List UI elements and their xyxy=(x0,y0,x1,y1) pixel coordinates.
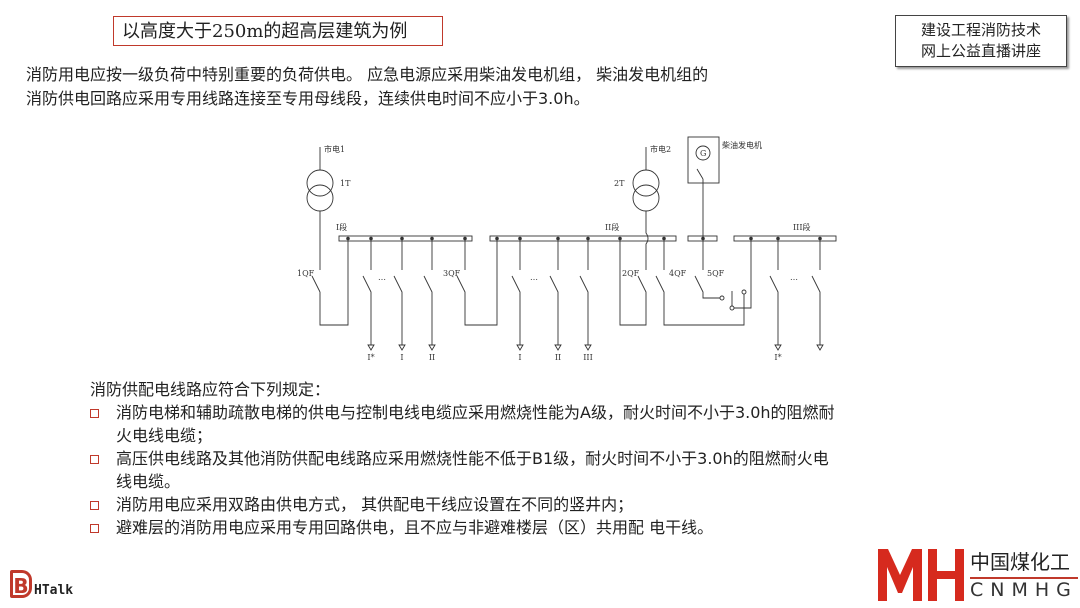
generator-label: 柴油发电机 xyxy=(722,140,762,150)
cnmhg-logo: 中国煤化工 CNMHG xyxy=(872,545,1078,605)
rule-item: 避难层的消防用电应采用专用回路供电，且不应与非避难楼层（区）共用配 电干线。 xyxy=(90,516,1030,539)
ellipsis: … xyxy=(790,273,798,282)
intro-line-2: 消防供电回路应采用专用线路连接至专用母线段，连续供电时间不应小于3.0h。 xyxy=(26,89,590,108)
intro-paragraph: 消防用电应按一级负荷中特别重要的负荷供电。 应急电源应采用柴油发电机组， 柴油发… xyxy=(26,63,896,111)
bus3-label: III段 xyxy=(793,222,810,232)
page-title: 以高度大于250m的超高层建筑为例 xyxy=(113,16,443,46)
bhtalk-logo: B HTalk xyxy=(10,570,73,598)
load-label: I xyxy=(400,353,403,362)
bullet-icon xyxy=(90,409,99,418)
mains1-label: 市电1 xyxy=(324,144,345,154)
mains2-label: 市电2 xyxy=(650,144,671,154)
mh-mark-icon xyxy=(878,549,964,601)
ellipsis: … xyxy=(378,273,386,282)
logo-cn-text: 中国煤化工 xyxy=(970,549,1078,579)
badge-line-1: 建设工程消防技术 xyxy=(920,21,1041,39)
rule-item: 消防电梯和辅助疏散电梯的供电与控制电线电缆应采用燃烧性能为A级，耐火时间不小于3… xyxy=(90,401,1030,447)
t1-label: 1T xyxy=(340,179,351,188)
rule-text: 消防用电应采用双路由供电方式， 其供配电干线应设置在不同的竖井内； xyxy=(116,495,634,514)
rule-text: 线电缆。 xyxy=(116,472,181,491)
load-label: II xyxy=(429,353,435,362)
transformer-2t xyxy=(632,169,660,197)
bus1-label: I段 xyxy=(336,222,347,232)
load-label: III xyxy=(583,353,592,362)
bus-section-2 xyxy=(489,235,677,242)
load-label: I* xyxy=(367,353,374,362)
bullet-icon xyxy=(90,501,99,510)
logo-en-text: CNMHG xyxy=(970,579,1078,601)
qf3-label: 3QF xyxy=(443,269,461,278)
load-label: II xyxy=(555,353,561,362)
ellipsis: … xyxy=(530,273,538,282)
bus-section-1 xyxy=(338,235,473,242)
qf2-label: 2QF xyxy=(622,269,640,278)
load-label: I xyxy=(518,353,521,362)
bus2-label: II段 xyxy=(605,222,619,232)
bus-generator xyxy=(687,235,718,242)
qf1-label: 1QF xyxy=(297,269,315,278)
rule-text: 消防电梯和辅助疏散电梯的供电与控制电线电缆应采用燃烧性能为A级，耐火时间不小于3… xyxy=(116,403,835,422)
badge-line-2: 网上公益直播讲座 xyxy=(920,42,1041,60)
bullet-icon xyxy=(90,524,99,533)
rule-text: 避难层的消防用电应采用专用回路供电，且不应与非避难楼层（区）共用配 电干线。 xyxy=(116,518,714,537)
load-label: I* xyxy=(774,353,781,362)
rules-heading: 消防供配电线路应符合下列规定： xyxy=(90,380,331,399)
logo-b-mark: B xyxy=(10,570,32,598)
generator-g-label: G xyxy=(700,149,706,158)
generator-symbol xyxy=(695,145,711,161)
rule-text: 高压供电线路及其他消防供配电线路应采用燃烧性能不低于B1级，耐火时间不小于3.0… xyxy=(116,449,829,468)
lecture-badge: 建设工程消防技术 网上公益直播讲座 xyxy=(895,15,1067,67)
bus-section-3 xyxy=(733,235,837,242)
rules-list: 消防供配电线路应符合下列规定： 消防电梯和辅助疏散电梯的供电与控制电线电缆应采用… xyxy=(90,378,1030,539)
rule-item: 消防用电应采用双路由供电方式， 其供配电干线应设置在不同的竖井内； xyxy=(90,493,1030,516)
intro-line-1: 消防用电应按一级负荷中特别重要的负荷供电。 应急电源应采用柴油发电机组， 柴油发… xyxy=(26,65,709,84)
generator-box xyxy=(687,136,720,184)
t2-label: 2T xyxy=(614,179,625,188)
rule-text: 火电线电缆； xyxy=(116,426,213,445)
transformer-1t xyxy=(306,169,334,197)
bullet-icon xyxy=(90,455,99,464)
rule-item: 高压供电线路及其他消防供配电线路应采用燃烧性能不低于B1级，耐火时间不小于3.0… xyxy=(90,447,1030,493)
qf5-label: 5QF xyxy=(707,269,725,278)
qf4-label: 4QF xyxy=(669,269,687,278)
logo-b-text: HTalk xyxy=(34,583,74,598)
